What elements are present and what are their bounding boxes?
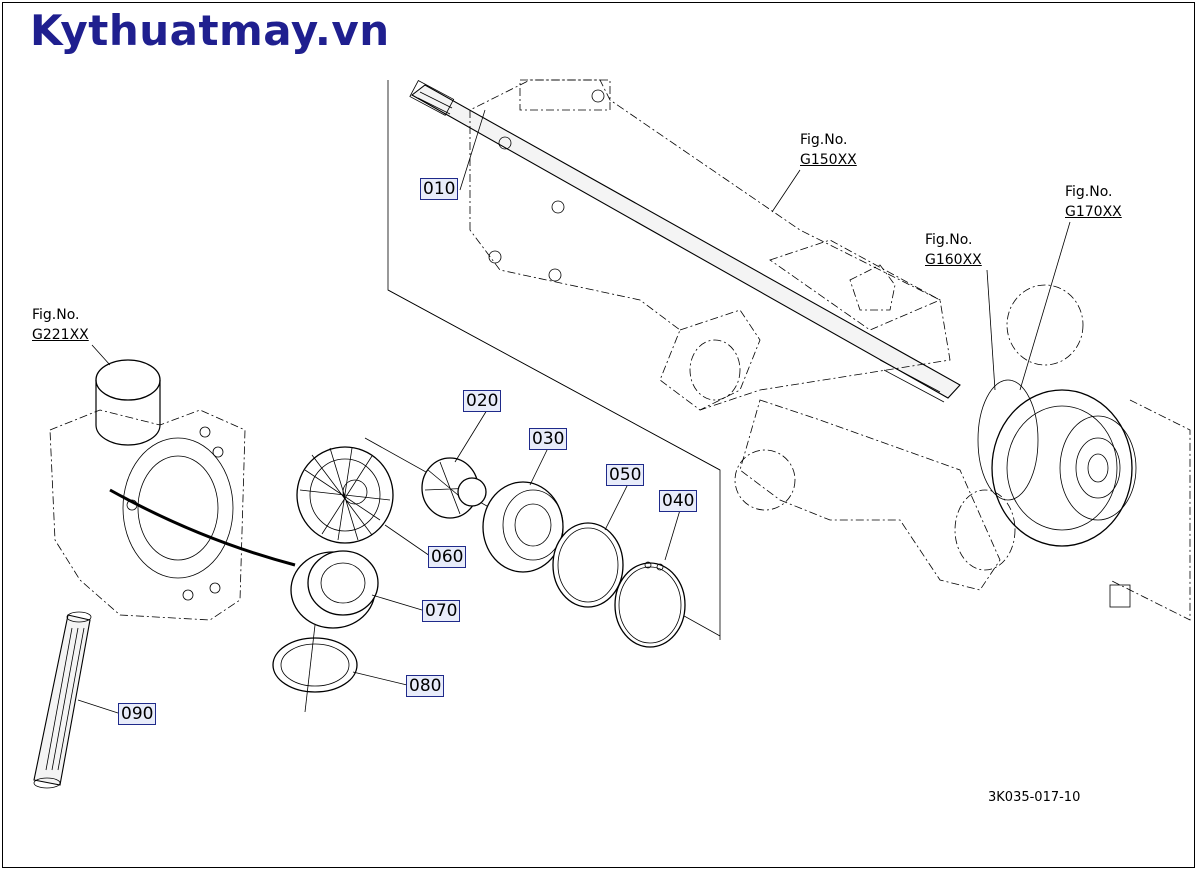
part-label-060: 060: [428, 546, 467, 568]
figure-ref-title: Fig.No.: [1065, 184, 1113, 200]
part-label-080: 080: [406, 675, 445, 697]
left-housing-g221: [49, 359, 296, 621]
snap-ring-040: [614, 561, 686, 648]
figure-ref-g160: Fig.No. G160XX: [925, 230, 982, 270]
bearing-070: [290, 550, 379, 629]
ring-050: [552, 522, 624, 608]
figure-ref-number: G221XX: [32, 327, 89, 343]
figure-ref-g221: Fig.No. G221XX: [32, 305, 89, 345]
figure-ref-g150: Fig.No. G150XX: [800, 130, 857, 170]
part-label-010: 010: [420, 178, 459, 200]
figure-ref-number: G150XX: [800, 152, 857, 168]
part-label-050: 050: [606, 464, 645, 486]
part-label-090: 090: [118, 703, 157, 725]
leader-lines: [77, 109, 1071, 714]
figure-ref-number: G170XX: [1065, 204, 1122, 220]
final-drive-g160-g170: [734, 284, 1191, 621]
pinion-gear-020: [421, 457, 487, 519]
part-label-030: 030: [529, 428, 568, 450]
shaft-090: [33, 611, 92, 789]
axle-housing-g150: [469, 79, 951, 411]
part-label-020: 020: [463, 390, 502, 412]
figure-ref-number: G160XX: [925, 252, 982, 268]
figure-ref-title: Fig.No.: [32, 307, 80, 323]
figure-ref-title: Fig.No.: [800, 132, 848, 148]
part-label-040: 040: [659, 490, 698, 512]
part-label-070: 070: [422, 600, 461, 622]
figure-ref-g170: Fig.No. G170XX: [1065, 182, 1122, 222]
bevel-gear-060: [296, 446, 394, 544]
brand-watermark: Kythuatmay.vn: [30, 6, 390, 55]
document-number: 3K035-017-10: [988, 790, 1081, 805]
bearing-030: [482, 481, 564, 573]
figure-ref-title: Fig.No.: [925, 232, 973, 248]
main-shaft-010: [409, 80, 961, 403]
seal-ring-080: [272, 624, 358, 713]
